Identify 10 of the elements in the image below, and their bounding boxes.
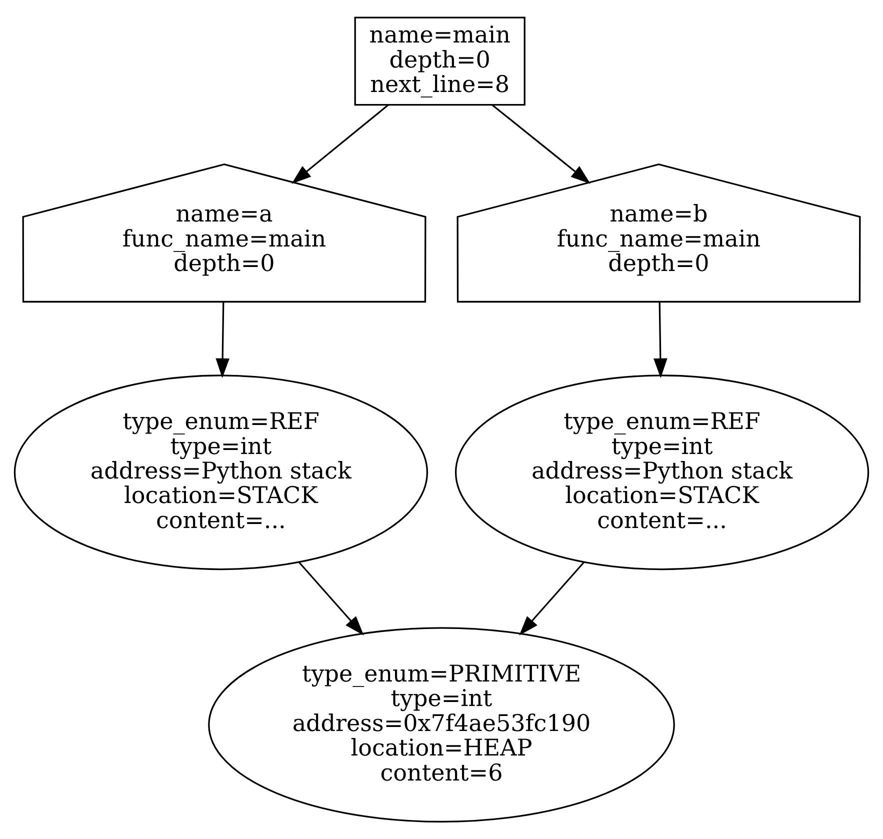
arrow <box>291 104 389 184</box>
arrow <box>519 561 585 636</box>
node-box: name=main depth=0 next_line=8 <box>354 16 526 106</box>
node-ellipse: type_enum=REF type=int address=Python stack location=STACK content=... <box>454 374 870 570</box>
node-ellipse: type_enum=REF type=int address=Python stack location=STACK content=... <box>14 374 428 570</box>
arrow <box>654 302 668 378</box>
arrow <box>492 104 590 184</box>
node-ellipse: type_enum=PRIMITIVE type=int address=0x7f4ae53fc190 location=HEAP content=6 <box>208 627 675 823</box>
arrow <box>216 302 230 378</box>
arrow <box>298 561 364 636</box>
